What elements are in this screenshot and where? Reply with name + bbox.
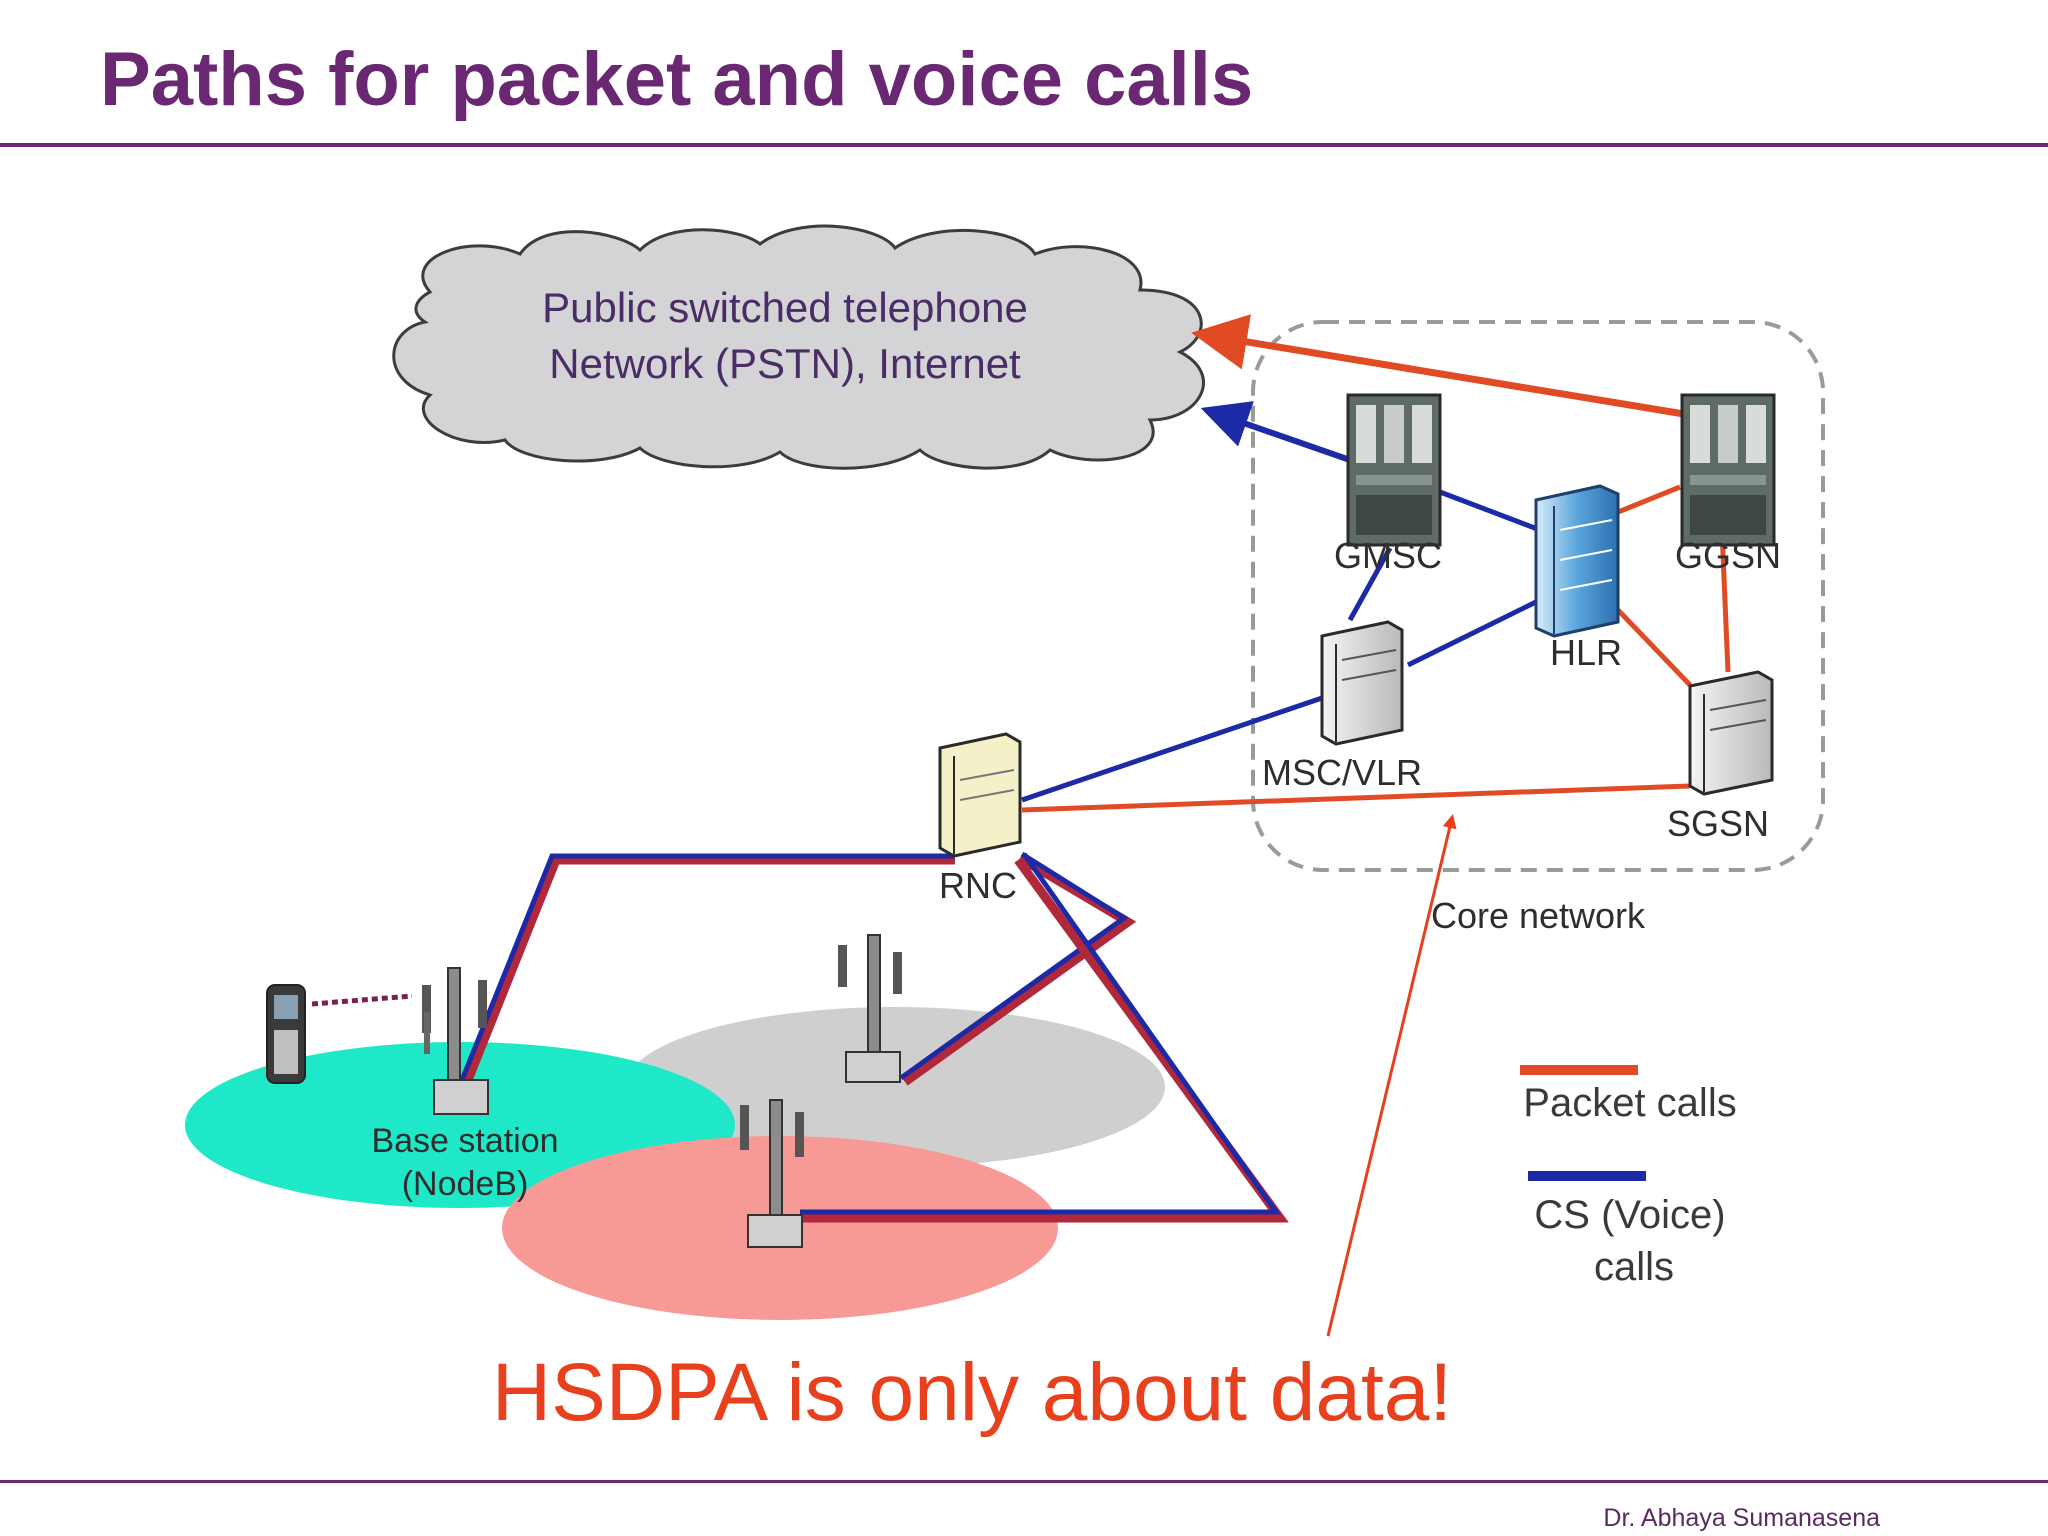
rnc-server-icon: [938, 732, 1022, 858]
rnc-sgsn-link: [1021, 783, 1691, 813]
legend-cs-label-line2: calls: [1594, 1245, 1674, 1289]
access-paths: [455, 851, 1289, 1223]
base-station-tower-cyan: [422, 967, 489, 1115]
annotation-arrow: [1326, 814, 1457, 1337]
slide-title: Paths for packet and voice calls: [100, 37, 1254, 122]
base-station-label-line1: Base station: [371, 1122, 558, 1160]
gmsc-hlr-link: [1439, 489, 1541, 533]
ggsn-to-pstn-link: [1191, 314, 1691, 419]
pstn-cloud: [392, 224, 1205, 470]
footer-divider: [0, 1480, 2048, 1483]
hlr-ggsn-link: [1617, 484, 1681, 515]
mscvlr-hlr-link: [1406, 597, 1542, 668]
legend-packet-label: Packet calls: [1523, 1081, 1736, 1125]
title-divider: [0, 143, 2048, 147]
ggsn-rack-icon: [1680, 393, 1776, 547]
rnc-mscvlr-link: [1021, 695, 1323, 803]
core-network-boundary: [1251, 320, 1825, 872]
core-network-label: Core network: [1431, 895, 1646, 936]
gmsc-mscvlr-link: [1347, 546, 1393, 622]
ggsn-label: GGSN: [1675, 535, 1781, 576]
base-station-tower-pink: [740, 1099, 804, 1248]
ggsn-sgsn-link: [1719, 529, 1731, 673]
mscvlr-server-icon: [1320, 620, 1404, 746]
mscvlr-label: MSC/VLR: [1262, 752, 1422, 793]
sgsn-label: SGSN: [1667, 803, 1769, 844]
cell-gray: [625, 1007, 1165, 1167]
base-station-label-line2: (NodeB): [402, 1165, 529, 1203]
hlr-server-icon: [1534, 484, 1620, 638]
gmsc-rack-icon: [1346, 393, 1442, 547]
hlr-label: HLR: [1550, 632, 1622, 673]
author-credit: Dr. Abhaya Sumanasena: [1603, 1504, 1880, 1532]
gmsc-to-pstn-link: [1200, 401, 1351, 463]
mobile-phone-icon: [266, 984, 413, 1084]
cloud-label-line1: Public switched telephone: [542, 284, 1028, 331]
hlr-sgsn-link: [1616, 608, 1692, 687]
rnc-label: RNC: [939, 865, 1017, 906]
legend-cs-label-line1: CS (Voice): [1534, 1193, 1725, 1237]
base-station-tower-gray: [838, 934, 902, 1083]
hsdpa-annotation: HSDPA is only about data!: [492, 1347, 1452, 1438]
cloud-label-line2: Network (PSTN), Internet: [549, 340, 1021, 387]
gmsc-label: GMSC: [1334, 535, 1442, 576]
sgsn-server-icon: [1688, 670, 1774, 796]
